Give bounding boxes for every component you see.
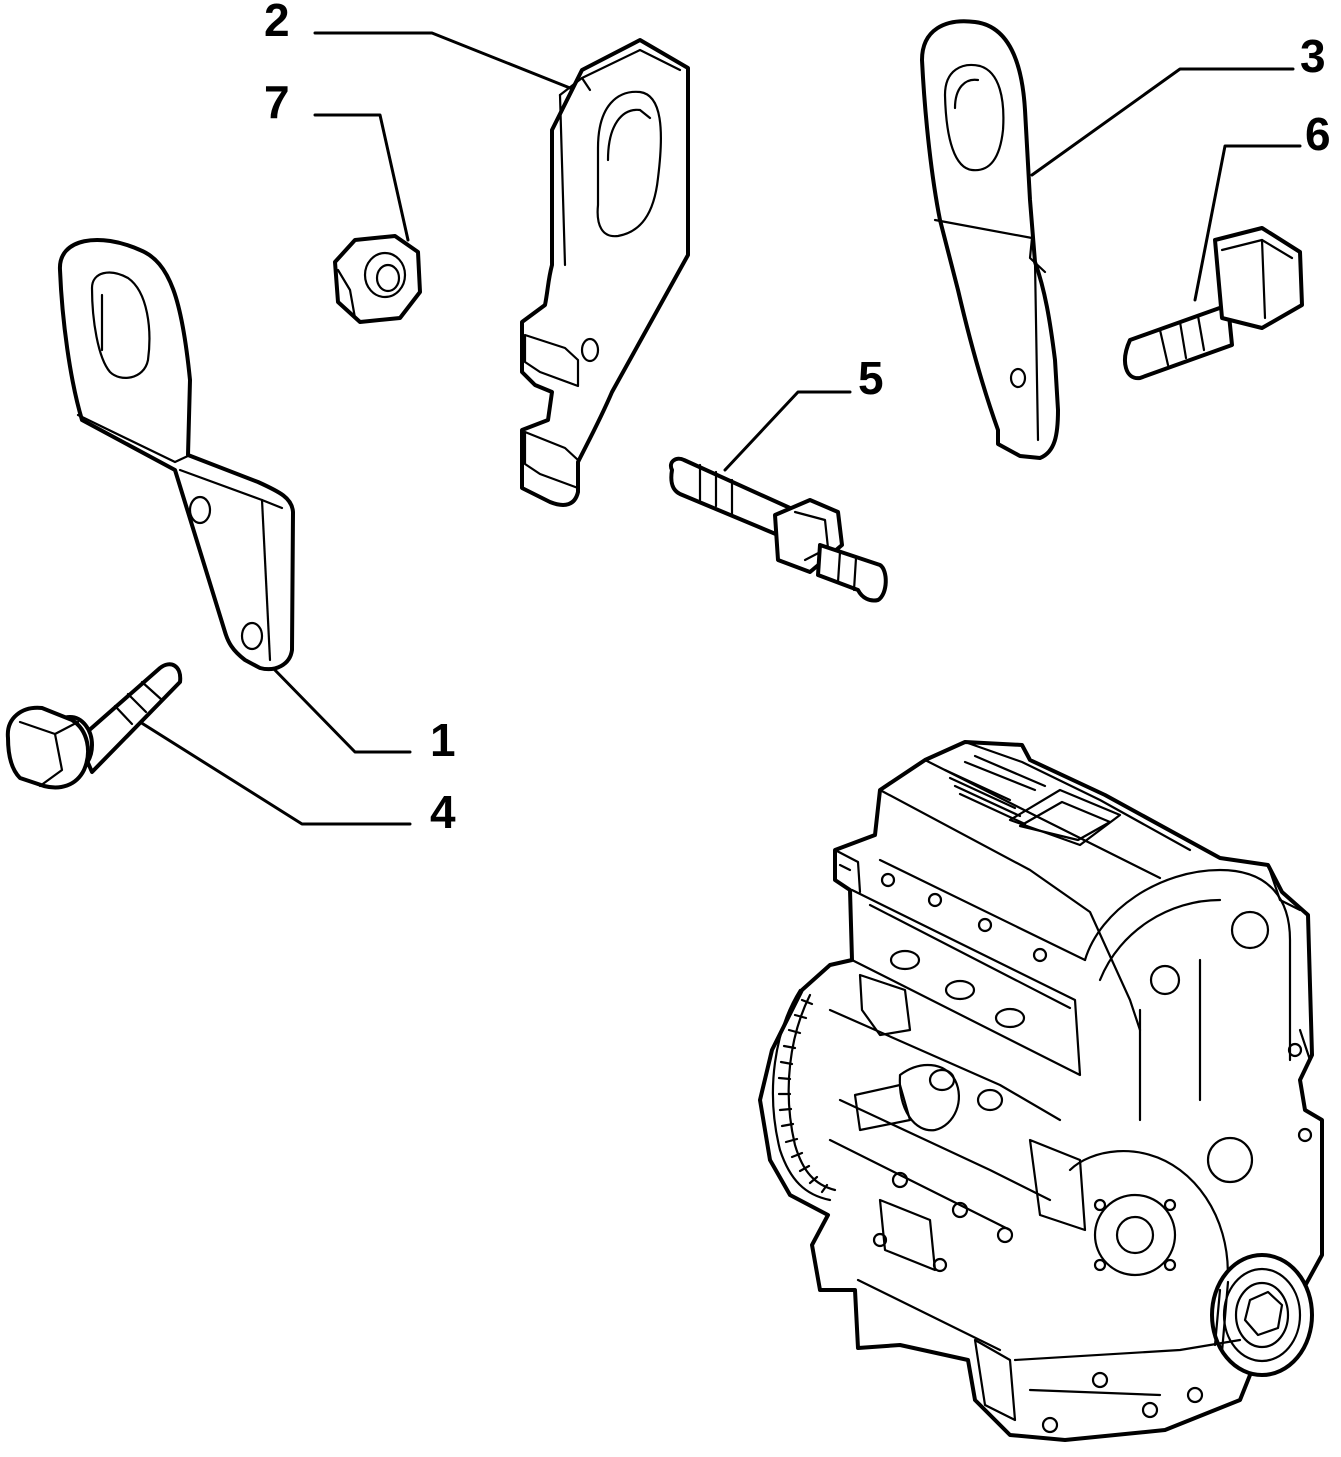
bolt-left xyxy=(5,662,183,790)
leader-line-3 xyxy=(1030,67,1295,177)
callout-label-5: 5 xyxy=(858,352,884,404)
bracket-right xyxy=(920,19,1060,460)
callout-label-1: 1 xyxy=(430,714,456,766)
leader-line-1 xyxy=(268,663,412,754)
leader-line-5 xyxy=(723,390,852,472)
leader-line-2 xyxy=(313,31,572,90)
bracket-left xyxy=(57,237,295,671)
bracket-center xyxy=(520,38,690,507)
callout-label-2: 2 xyxy=(264,0,290,46)
leader-line-6 xyxy=(1193,144,1302,302)
bolt-right xyxy=(1123,226,1304,381)
callout-labels: 2 7 3 6 5 1 4 xyxy=(264,0,1331,838)
callout-label-6: 6 xyxy=(1305,108,1331,160)
callout-label-4: 4 xyxy=(430,786,456,838)
flange-nut xyxy=(333,234,422,324)
callout-label-7: 7 xyxy=(264,76,290,128)
leader-lines xyxy=(138,31,1302,826)
engine-assembly xyxy=(758,740,1324,1442)
stud-bolt xyxy=(669,456,888,603)
leader-line-7 xyxy=(313,113,410,242)
callout-label-3: 3 xyxy=(1300,30,1326,82)
leader-line-4 xyxy=(138,720,412,826)
